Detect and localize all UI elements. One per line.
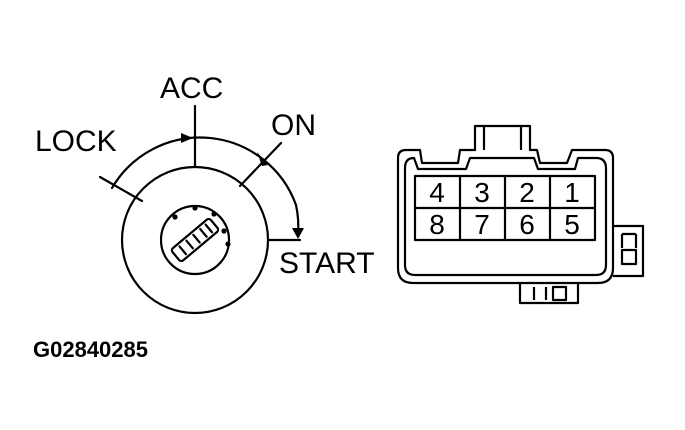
- pin-5: 5: [564, 209, 580, 240]
- ignition-switch: [98, 104, 304, 315]
- start-arrow-icon: [292, 228, 304, 239]
- lock-label: LOCK: [35, 125, 117, 158]
- pin-6: 6: [519, 209, 535, 240]
- on-position-line: [238, 141, 283, 188]
- side-clip-detail: [620, 232, 638, 266]
- pin-1: 1: [564, 177, 580, 208]
- side-clip: [613, 224, 645, 278]
- acc-arrow-icon: [181, 133, 193, 143]
- key-cylinder: [159, 204, 231, 276]
- on-arrow-icon: [257, 152, 268, 166]
- switch-body: [120, 165, 270, 315]
- start-label: START: [279, 247, 375, 280]
- bottom-terminal: [518, 283, 580, 305]
- detent-dots: [172, 205, 231, 247]
- on-label: ON: [271, 109, 316, 142]
- lock-position-line: [98, 175, 144, 203]
- connector-housing: [396, 124, 615, 285]
- pin-4: 4: [429, 177, 445, 208]
- pin-3: 3: [474, 177, 490, 208]
- figure-code: G02840285: [33, 337, 148, 362]
- connector-inner-outline: [403, 156, 608, 277]
- connector: [396, 124, 645, 305]
- acc-label: ACC: [160, 72, 224, 105]
- pin-7: 7: [474, 209, 490, 240]
- key-slot-icon: [170, 217, 220, 263]
- pin-2: 2: [519, 177, 535, 208]
- pin-8: 8: [429, 209, 445, 240]
- rotation-arc: [110, 136, 298, 207]
